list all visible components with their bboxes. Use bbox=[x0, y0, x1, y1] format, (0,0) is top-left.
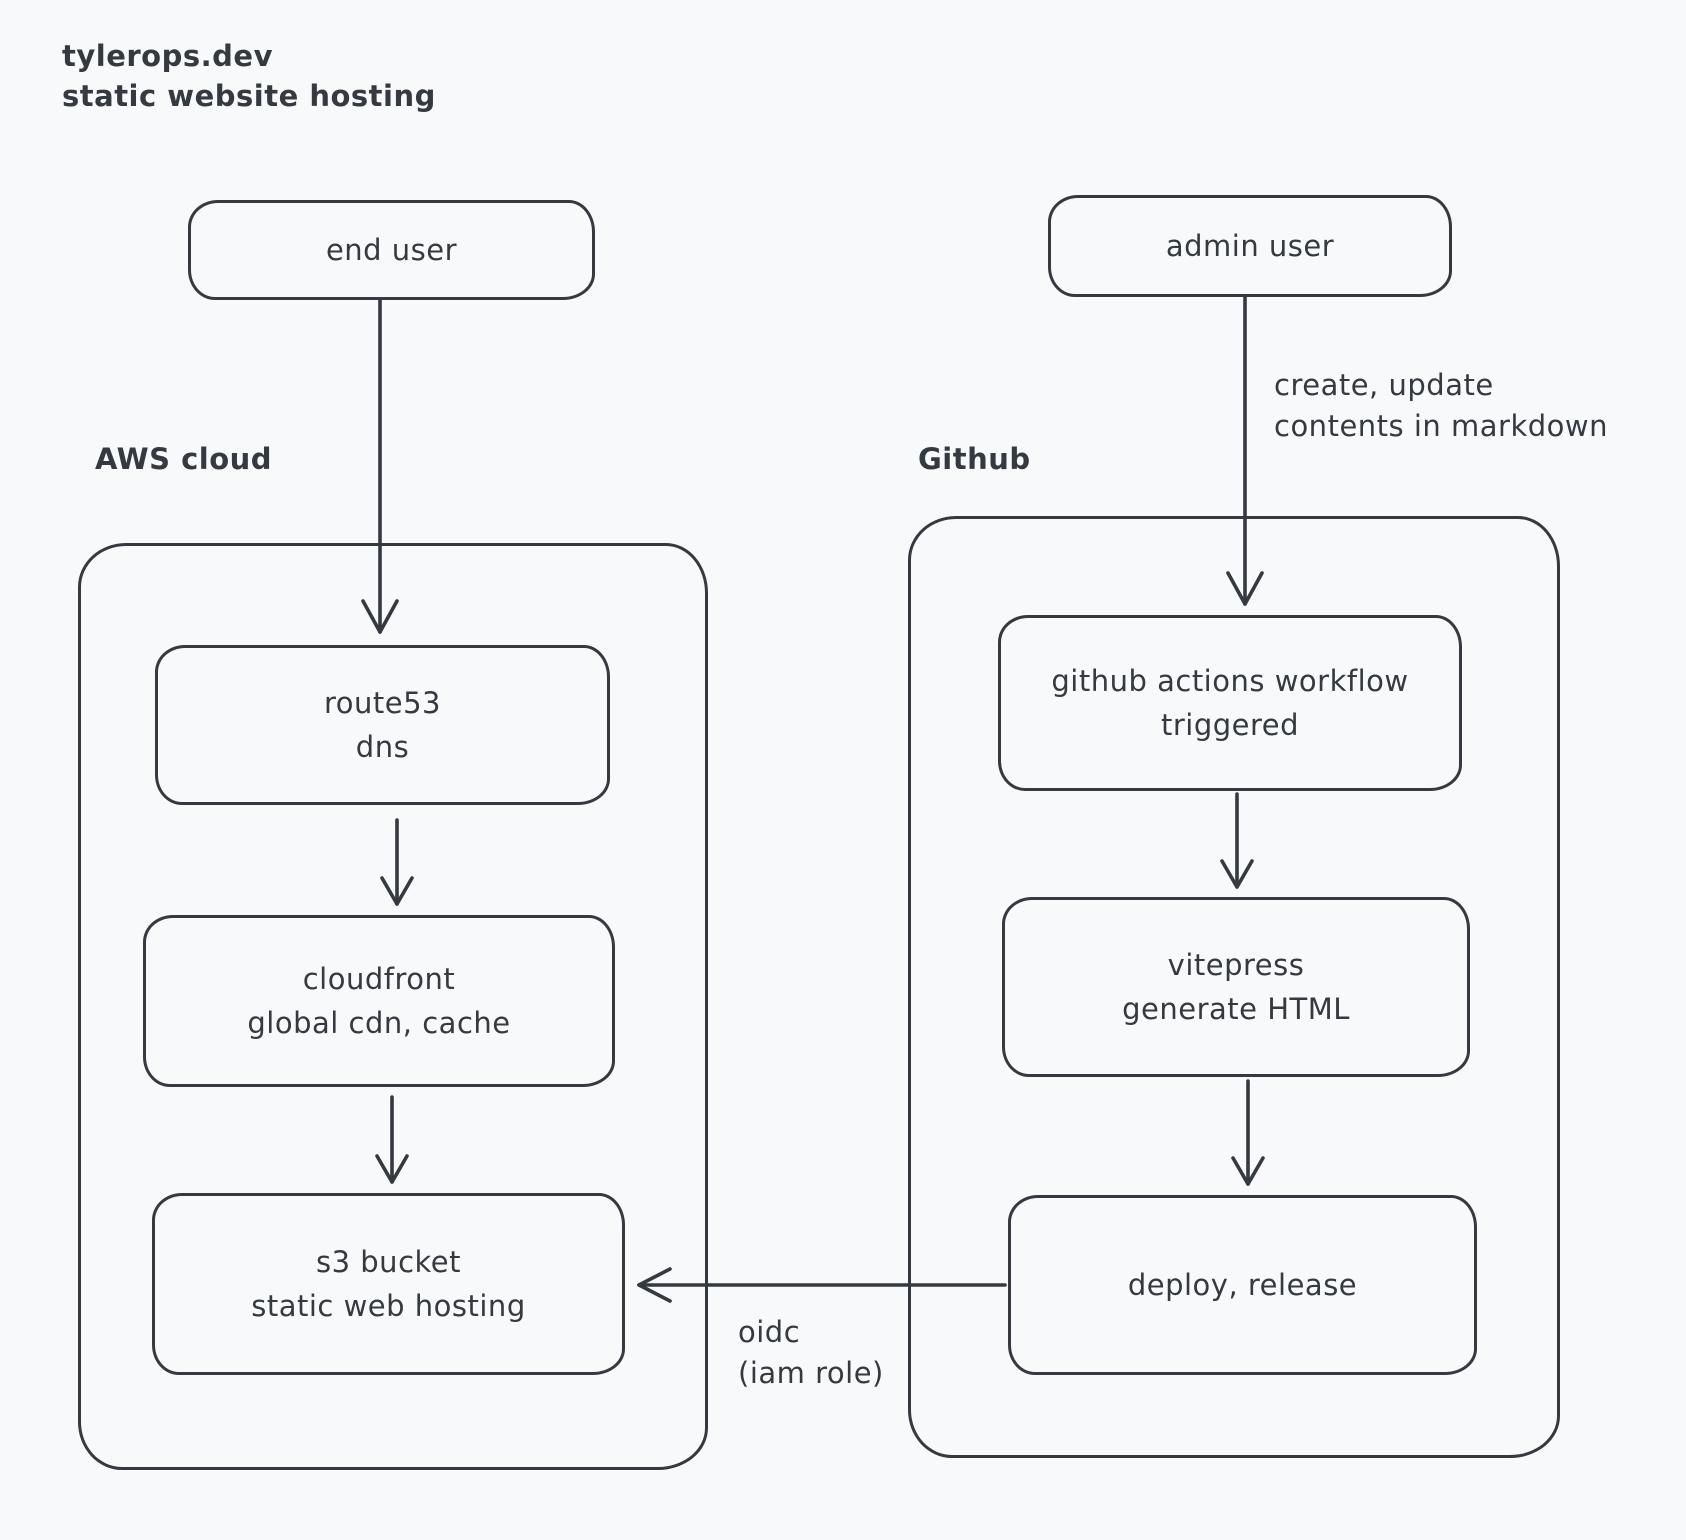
node-s3-bucket-line1: s3 bucket bbox=[316, 1245, 461, 1279]
node-end-user-label: end user bbox=[325, 233, 458, 267]
node-cloudfront-line2: global cdn, cache bbox=[247, 1006, 511, 1040]
node-deploy-release: deploy, release bbox=[1008, 1195, 1477, 1375]
group-label-github: Github bbox=[918, 442, 1031, 476]
node-gh-actions-workflow: github actions workflow triggered bbox=[998, 615, 1462, 791]
node-route53-line1: route53 bbox=[323, 686, 442, 720]
node-route53-line2: dns bbox=[355, 730, 410, 764]
edge-label-oidc-line1: oidc bbox=[738, 1315, 801, 1349]
node-vitepress-line2: generate HTML bbox=[1122, 992, 1350, 1026]
edge-label-create-update-line1: create, update bbox=[1274, 368, 1494, 402]
node-cloudfront: cloudfront global cdn, cache bbox=[143, 915, 615, 1087]
container-aws-cloud bbox=[78, 543, 708, 1470]
edge-label-oidc-line2: (iam role) bbox=[738, 1356, 884, 1390]
node-route53: route53 dns bbox=[155, 645, 610, 805]
group-label-aws-cloud: AWS cloud bbox=[95, 442, 273, 476]
node-cloudfront-line1: cloudfront bbox=[302, 962, 456, 996]
edge-label-create-update: create, update contents in markdown bbox=[1274, 365, 1608, 447]
diagram-title-line2: static website hosting bbox=[62, 79, 436, 113]
node-vitepress: vitepress generate HTML bbox=[1002, 897, 1470, 1077]
edge-label-create-update-line2: contents in markdown bbox=[1274, 409, 1608, 443]
node-gh-actions-workflow-line1: github actions workflow bbox=[1051, 664, 1409, 698]
diagram-title: tylerops.dev static website hosting bbox=[62, 36, 436, 116]
node-end-user: end user bbox=[188, 200, 595, 300]
edge-label-oidc: oidc (iam role) bbox=[738, 1312, 884, 1394]
node-deploy-release-label: deploy, release bbox=[1127, 1268, 1358, 1302]
node-s3-bucket-line2: static web hosting bbox=[251, 1289, 526, 1323]
node-gh-actions-workflow-line2: triggered bbox=[1160, 708, 1300, 742]
container-github bbox=[908, 516, 1560, 1458]
diagram-title-line1: tylerops.dev bbox=[62, 39, 273, 73]
node-admin-user: admin user bbox=[1048, 195, 1452, 297]
node-s3-bucket: s3 bucket static web hosting bbox=[152, 1193, 625, 1375]
node-vitepress-line1: vitepress bbox=[1167, 948, 1305, 982]
node-admin-user-label: admin user bbox=[1165, 229, 1335, 263]
